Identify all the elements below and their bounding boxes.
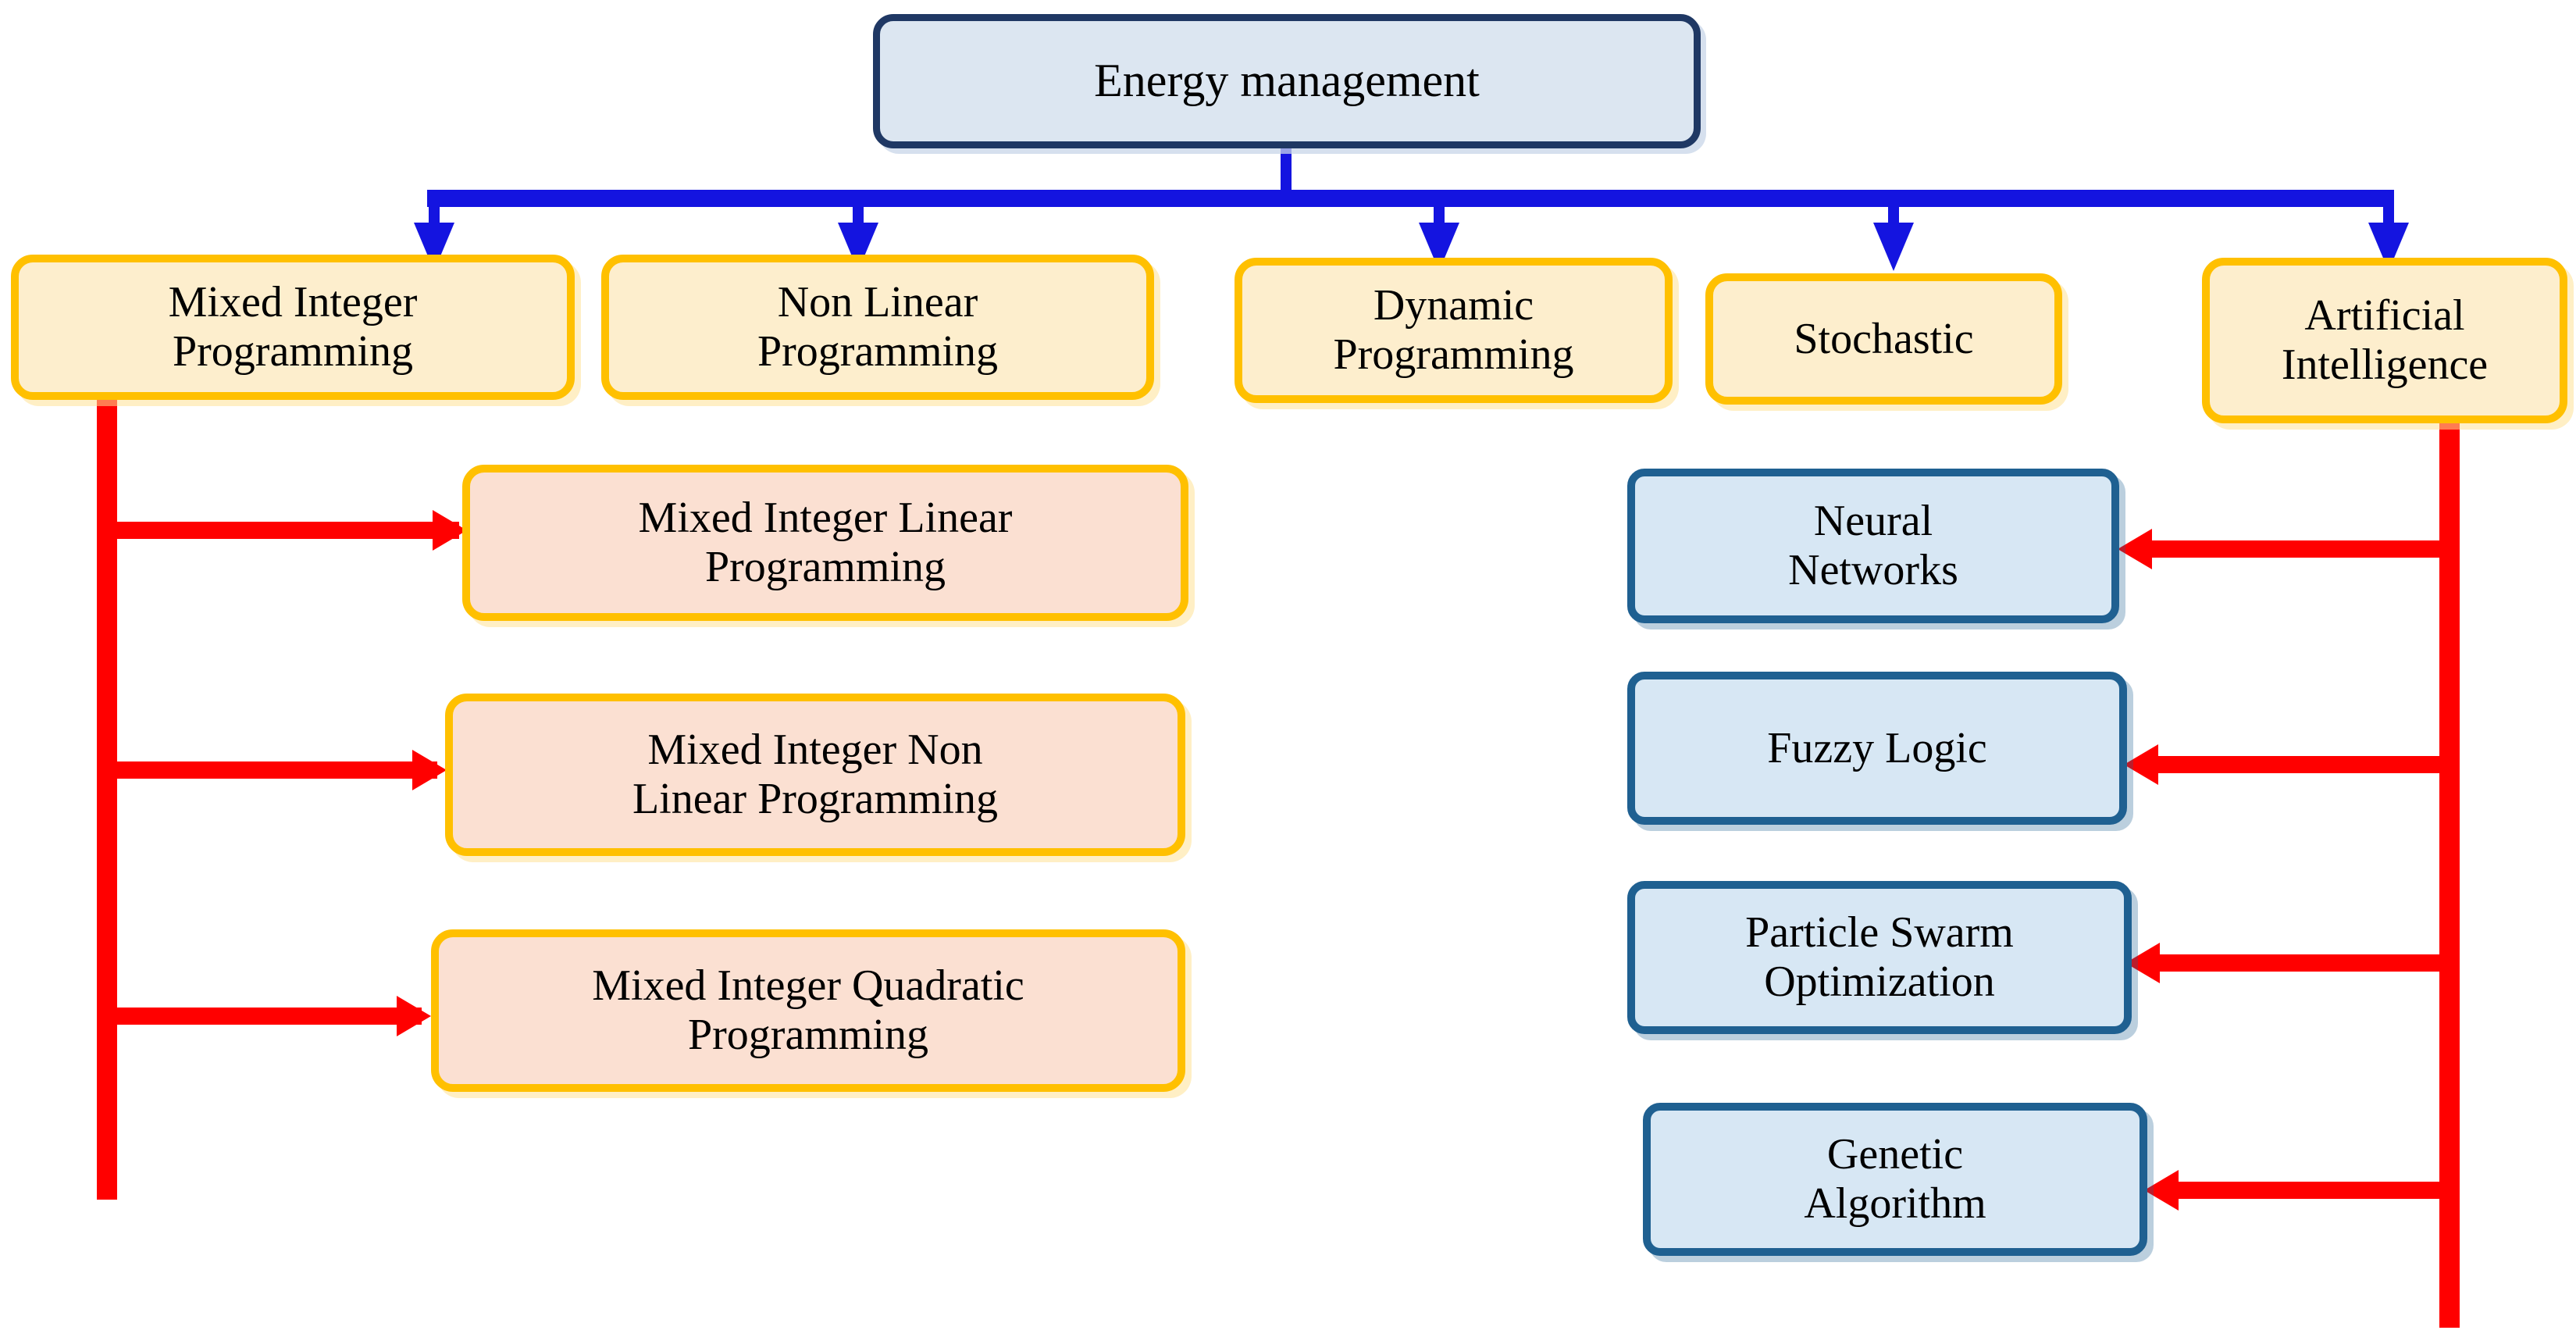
node-mixed-integer-quadratic-programming[interactable]: Mixed Integer Quadratic Programming [431,929,1185,1092]
red-right-arrowhead-2 [2124,744,2158,785]
node-neural-networks[interactable]: Neural Networks [1627,469,2119,623]
red-left-branch-1 [109,522,459,539]
blue-root-stem [1281,148,1292,194]
node-mixed-integer-non-linear-programming[interactable]: Mixed Integer Non Linear Programming [445,694,1185,856]
blue-arrowhead-4 [1873,223,1914,271]
node-particle-swarm-optimization[interactable]: Particle Swarm Optimization [1627,881,2132,1034]
red-right-arrowhead-4 [2144,1170,2179,1211]
red-left-arrowhead-1 [433,510,467,551]
blue-horizontal-bus [427,190,2394,207]
node-dynamic-programming[interactable]: Dynamic Programming [1235,258,1673,403]
red-left-trunk [97,393,117,1200]
red-right-branch-3 [2160,954,2439,972]
red-left-arrowhead-3 [397,996,431,1036]
red-right-branch-4 [2179,1182,2447,1199]
node-mixed-integer-programming[interactable]: Mixed Integer Programming [11,255,575,400]
node-mixed-integer-linear-programming[interactable]: Mixed Integer Linear Programming [462,465,1188,621]
node-stochastic[interactable]: Stochastic [1705,273,2062,405]
red-left-branch-2 [109,761,437,779]
red-right-branch-1 [2152,540,2447,558]
red-left-arrowhead-2 [412,750,447,790]
node-artificial-intelligence[interactable]: Artificial Intelligence [2202,258,2567,423]
node-genetic-algorithm[interactable]: Genetic Algorithm [1643,1103,2147,1256]
red-right-arrowhead-1 [2118,529,2152,569]
node-non-linear-programming[interactable]: Non Linear Programming [601,255,1154,400]
node-energy-management[interactable]: Energy management [873,14,1701,148]
red-left-branch-3 [97,1008,422,1025]
red-right-branch-2 [2158,756,2447,773]
node-fuzzy-logic[interactable]: Fuzzy Logic [1627,672,2127,825]
